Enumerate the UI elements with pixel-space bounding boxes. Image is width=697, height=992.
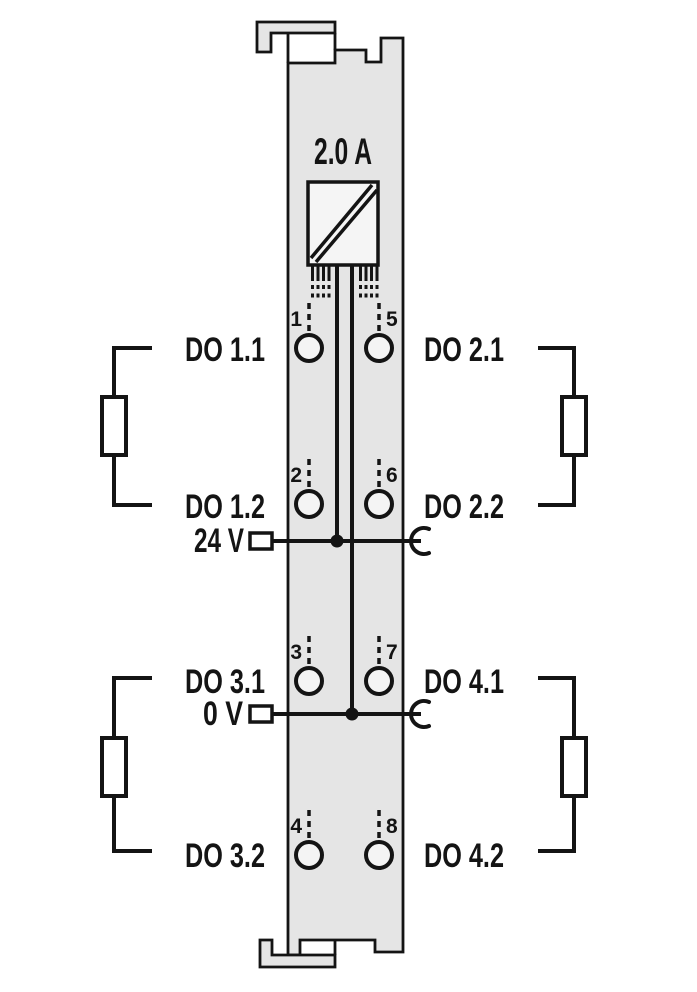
terminal-marker-0v: [248, 704, 274, 724]
terminal-number: 6: [386, 464, 398, 487]
power-jumper-contact-24v: [409, 526, 431, 556]
load-resistor: [100, 395, 128, 457]
terminal-contact: [364, 666, 394, 696]
terminal-number: 1: [290, 308, 302, 331]
load-symbol-upper-left: [100, 346, 152, 507]
power-jumper-contact-0v: [409, 699, 431, 729]
terminal-contact: [294, 840, 324, 870]
channel-labels-left: DO 1.1 DO 1.2 DO 3.1 DO 3.2: [185, 331, 265, 875]
load-resistor: [100, 736, 128, 798]
fuse-symbol: 2.0 A: [306, 131, 380, 267]
terminal-number: 5: [386, 308, 398, 331]
ground-0v-label: 0 V: [203, 695, 243, 733]
channel-label-do-3-1: DO 3.1: [185, 663, 265, 701]
terminal-number: 3: [290, 641, 302, 664]
load-resistor: [560, 395, 588, 457]
terminal-2: 2: [290, 459, 324, 519]
channel-label-do-4-1: DO 4.1: [424, 663, 504, 701]
channel-label-do-4-2: DO 4.2: [424, 837, 504, 875]
load-symbol-lower-left: [100, 676, 152, 853]
fuse-box: [306, 180, 380, 267]
channel-label-do-2-2: DO 2.2: [424, 488, 504, 526]
terminal-1: 1: [290, 303, 324, 363]
terminal-contact: [364, 489, 394, 519]
load-symbol-upper-right: [538, 346, 588, 507]
load-resistor: [560, 736, 588, 798]
terminal-contact: [364, 840, 394, 870]
fuse-diagonal-2: [314, 188, 379, 264]
terminal-number: 4: [290, 815, 302, 838]
terminal-marker-24v: [248, 531, 274, 551]
terminal-contact: [364, 333, 394, 363]
terminal-number: 8: [386, 815, 398, 838]
terminal-8: 8: [364, 810, 398, 870]
terminal-contact: [294, 489, 324, 519]
terminal-5: 5: [364, 303, 398, 363]
supply-24v-rail: 24 V: [194, 522, 431, 560]
ground-0v-rail: 0 V: [203, 695, 431, 733]
channel-label-do-1-2: DO 1.2: [185, 488, 265, 526]
terminal-4: 4: [290, 810, 324, 870]
fuse-rating-label: 2.0 A: [314, 131, 372, 172]
channel-label-do-1-1: DO 1.1: [185, 331, 265, 369]
internal-connection-bundle: [311, 265, 379, 298]
channel-label-do-2-1: DO 2.1: [424, 331, 504, 369]
terminal-number: 2: [290, 464, 302, 487]
terminal-3: 3: [290, 636, 324, 696]
terminal-7: 7: [364, 636, 398, 696]
terminal-number: 7: [386, 641, 398, 664]
load-symbol-lower-right: [538, 676, 588, 853]
supply-24v-label: 24 V: [194, 522, 244, 560]
channel-label-do-3-2: DO 3.2: [185, 837, 265, 875]
channel-labels-right: DO 2.1 DO 2.2 DO 4.1 DO 4.2: [424, 331, 504, 875]
junction-dot-0v: [345, 707, 359, 721]
terminal-6: 6: [364, 459, 398, 519]
fuse-diagonal-1: [309, 183, 374, 260]
terminal-contact: [294, 666, 324, 696]
terminal-contact: [294, 333, 324, 363]
junction-dot-24v: [330, 534, 344, 548]
module-top-latch: [255, 20, 337, 54]
